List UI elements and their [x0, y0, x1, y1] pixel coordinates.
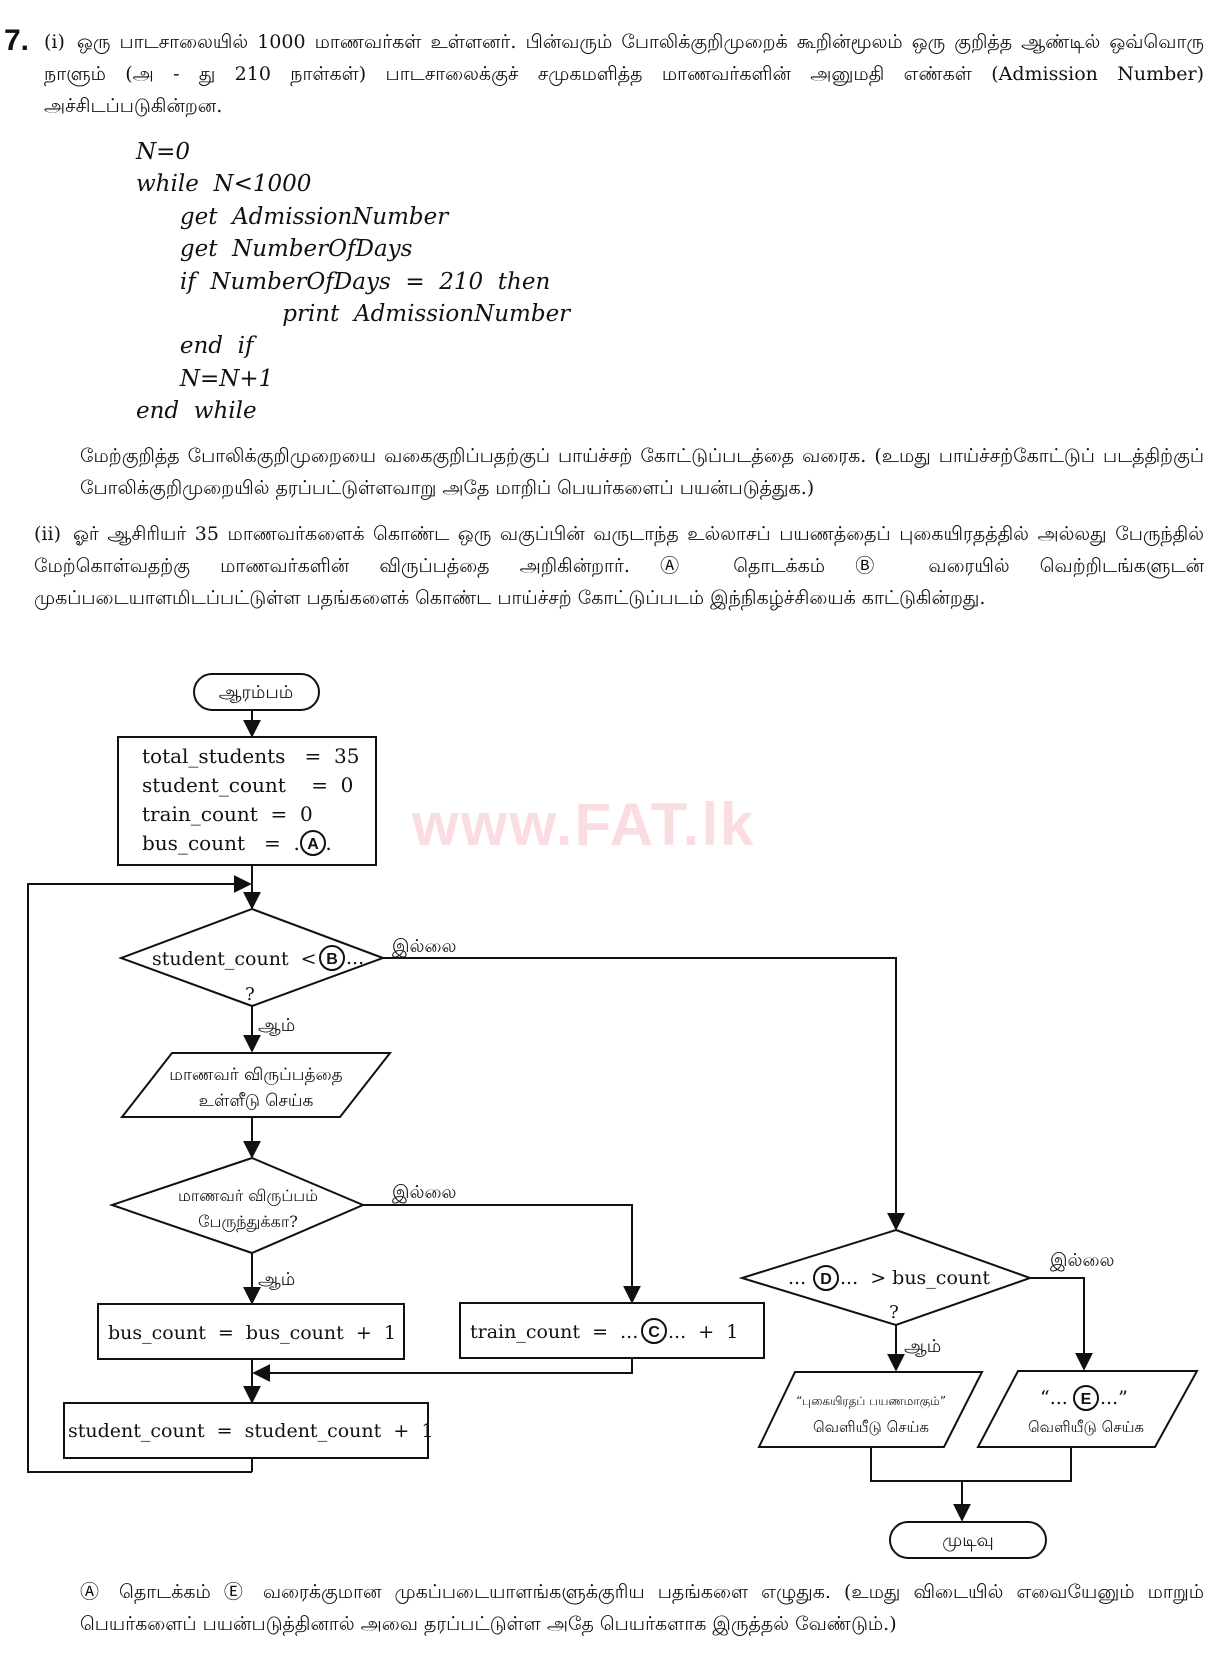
- output-e-prefix: “...: [1040, 1387, 1068, 1409]
- marker-d: D: [813, 1265, 839, 1291]
- part-i-label: (i): [44, 31, 65, 53]
- loop-yes-label: ஆம்: [258, 1015, 295, 1036]
- output-train-line-1: “புகையிரதப் பயணமாகும்”: [796, 1394, 946, 1408]
- bus-condition-line-2: பேருந்துக்கா?: [198, 1212, 298, 1232]
- train-increment-suffix: ... + 1: [668, 1321, 738, 1343]
- input-preference-line-1: மாணவர் விருப்பத்தை: [169, 1065, 342, 1085]
- output-train-parallelogram: [757, 1371, 984, 1448]
- part-ii-intro: (ii)ஓர் ஆசிரியர் 35 மாணவர்களைக் கொண்ட ஒர…: [34, 518, 1204, 614]
- marker-e: E: [1073, 1385, 1099, 1411]
- output-train-line-2: வெளியீடு செய்க: [813, 1418, 929, 1436]
- loop-question-mark: ?: [245, 984, 255, 1005]
- marker-a: A: [300, 830, 326, 856]
- part-ii-intro-text: ஓர் ஆசிரியர் 35 மாணவர்களைக் கொண்ட ஒரு வக…: [34, 523, 1204, 609]
- pseudocode-line: get AdmissionNumber: [136, 203, 449, 230]
- pseudocode-line: get NumberOfDays: [136, 236, 413, 263]
- compare-no-arrow: [1030, 1277, 1093, 1371]
- compare-yes-label: ஆம்: [904, 1336, 941, 1357]
- pseudocode-line: print AdmissionNumber: [136, 301, 571, 328]
- output-e-label: வெளியீடு செய்க: [1028, 1418, 1144, 1436]
- part-i-instruction-text: மேற்குறித்த போலிக்குறிமுறையை வகைகுறிப்பத…: [80, 445, 1204, 499]
- part-ii-label: (ii): [34, 523, 61, 545]
- bus-increment-box: [97, 1303, 405, 1360]
- init-line-total-students: total_students = 35: [142, 744, 359, 768]
- watermark: www.FAT.lk: [412, 791, 756, 858]
- pseudocode-block: N=0 while N<1000 get AdmissionNumber get…: [136, 136, 570, 428]
- pseudocode-line: if NumberOfDays = 210 then: [136, 268, 551, 295]
- final-instruction: Ⓐ தொடக்கம் Ⓔ வரைக்குமான முகப்படையாளங்களு…: [80, 1576, 1204, 1640]
- input-preference-line-2: உள்ளீடு செய்க: [199, 1091, 314, 1111]
- pseudocode-line: N=0: [136, 139, 191, 165]
- train-increment-prefix: train_count = ...: [470, 1321, 638, 1343]
- end-terminator: [889, 1521, 1047, 1559]
- marker-e-letter: E: [1081, 1391, 1092, 1408]
- pseudocode-line: N=N+1: [136, 365, 274, 392]
- marker-c: C: [641, 1318, 667, 1344]
- compare-suffix: ... > bus_count: [840, 1267, 990, 1289]
- question-number: 7.: [4, 24, 30, 57]
- marker-b: B: [319, 945, 345, 971]
- train-merge-arrow: [252, 1358, 633, 1382]
- start-terminator: [193, 673, 320, 711]
- init-process-box: [117, 736, 377, 866]
- input-preference-parallelogram: [119, 1052, 393, 1118]
- bus-no-arrow: [363, 1204, 641, 1304]
- output-e-suffix: ...”: [1100, 1387, 1128, 1409]
- pseudocode-line: end if: [136, 333, 254, 360]
- compare-no-label: இல்லை: [1050, 1250, 1114, 1271]
- final-instruction-text: Ⓐ தொடக்கம் Ⓔ வரைக்குமான முகப்படையாளங்களு…: [80, 1581, 1204, 1635]
- bus-no-label: இல்லை: [392, 1182, 456, 1203]
- output-merge-line: [870, 1447, 1072, 1482]
- part-i-intro: (i)ஒரு பாடசாலையில் 1000 மாணவர்கள் உள்ளனர…: [44, 26, 1204, 122]
- part-i-intro-text: ஒரு பாடசாலையில் 1000 மாணவர்கள் உள்ளனர். …: [44, 31, 1204, 117]
- marker-d-letter: D: [820, 1271, 832, 1288]
- loop-condition-suffix: ...: [346, 947, 364, 969]
- bus-decision-diamond: [108, 1156, 366, 1255]
- loop-no-arrow: [383, 957, 905, 1231]
- student-increment-box: [63, 1402, 429, 1459]
- pseudocode-line: end while: [136, 398, 257, 425]
- loop-no-label: இல்லை: [392, 936, 456, 957]
- marker-b-letter: B: [326, 951, 338, 968]
- bus-yes-label: ஆம்: [258, 1269, 295, 1290]
- init-line-student-count: student_count = 0: [142, 773, 353, 797]
- part-i-instruction: மேற்குறித்த போலிக்குறிமுறையை வகைகுறிப்பத…: [80, 440, 1204, 504]
- marker-c-letter: C: [648, 1324, 660, 1341]
- loop-condition-text: student_count <: [152, 948, 317, 970]
- pseudocode-line: while N<1000: [136, 171, 312, 198]
- bus-condition-line-1: மாணவர் விருப்பம்: [178, 1186, 318, 1206]
- start-label: ஆரம்பம்: [219, 682, 293, 703]
- student-increment-text: student_count = student_count + 1: [68, 1420, 433, 1442]
- loop-back-line: [27, 875, 252, 1473]
- init-line-train-count: train_count = 0: [142, 802, 313, 826]
- marker-a-letter: A: [307, 836, 319, 853]
- end-label: முடிவு: [942, 1530, 994, 1551]
- bus-increment-text: bus_count = bus_count + 1: [108, 1322, 396, 1344]
- train-increment-box: [459, 1302, 765, 1359]
- compare-question-mark: ?: [889, 1302, 899, 1323]
- compare-prefix: ...: [788, 1267, 806, 1289]
